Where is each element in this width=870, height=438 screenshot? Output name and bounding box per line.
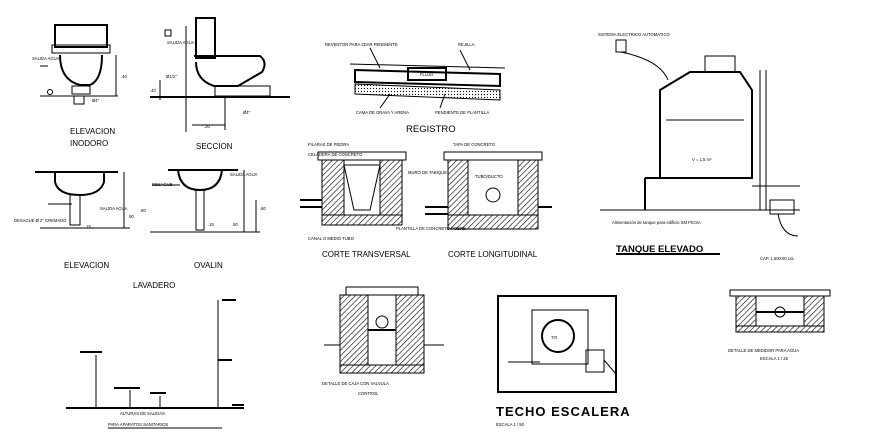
water-meter-drawing xyxy=(729,289,831,333)
ct-label-canal: CANAL O MEDIO TUBO xyxy=(308,236,355,241)
dim-12-label: Ø1/2" xyxy=(166,74,177,79)
water-meter-scale: ESCALA 1 / 25 xyxy=(760,356,789,361)
lav-dim-50-label: .50 xyxy=(232,222,238,227)
registro-label-reventon: REVENTON PARA 2DAR PENDIENTE xyxy=(325,42,398,47)
corte-longitudinal-drawing xyxy=(425,151,552,230)
dim-84-label: Ø4" xyxy=(92,98,100,103)
tinaco-label: T.R xyxy=(551,335,557,340)
outlet-heights-subtitle: PARA APARATOS SANITARIOS xyxy=(108,422,168,427)
toilet-section-drawing xyxy=(150,17,290,132)
stair-roof-drawing xyxy=(497,295,617,393)
tank-note-label: Alimentación de tanque para edificio SM … xyxy=(612,220,701,225)
lav-salida-agua-2-label: SALIDA AGUA xyxy=(230,172,258,177)
outlet-heights-title: ALTURAS DE SALIDAS xyxy=(120,411,165,416)
sink-elevation-title: ELEVACION xyxy=(64,261,109,270)
registro-detail-drawing xyxy=(349,47,506,109)
dim-40b-label: .40 xyxy=(150,88,156,93)
ovalin-drawing xyxy=(150,169,260,233)
lav-dim-90-label: .90 xyxy=(128,214,134,219)
ct-tubo-label: TUBO/DUCTO xyxy=(475,174,503,179)
ct-label-tapa: TAPA DE CONCRETO xyxy=(453,142,496,147)
toilet-section-title: SECCION xyxy=(196,142,233,151)
elevated-tank-drawing xyxy=(600,39,800,237)
valve-box-drawing xyxy=(324,286,444,374)
registro-label-pendiente: PENDIENTE DE PLANTILLA xyxy=(435,110,489,115)
ct-label-plantilla: PLANTILLA DE CONCRETO POBRE xyxy=(396,226,466,231)
dim-30-label: .30 xyxy=(204,124,210,129)
registro-flujo-label: FLUJO xyxy=(420,72,434,77)
salida-agua-label-2: SALIDA AGUA xyxy=(167,40,195,45)
lav-desague-2-label: DESAGUE xyxy=(152,182,173,187)
ct-label-celadera: CELADERA DE CONCRETO xyxy=(308,152,363,157)
dim-40-label: .40 xyxy=(121,74,127,79)
lav-dim-80-label: .80 xyxy=(140,208,146,213)
registro-label-cama: CAMA DE GRAVA Y ARENA xyxy=(356,110,409,115)
lav-dim-15b-label: .15 xyxy=(208,222,214,227)
tank-volume-label: V = 1.5 m³ xyxy=(692,157,712,162)
elevated-tank-title: TANQUE ELEVADO xyxy=(616,244,703,255)
stair-roof-scale: ESCALA 1 / 50 xyxy=(496,422,525,427)
ovalin-title: OVALIN xyxy=(194,261,223,270)
registro-label-rejilla: REJILLA xyxy=(458,42,475,47)
lav-salida-agua-label: SALIDA AGUA xyxy=(100,206,128,211)
lav-dim-80b-label: .80 xyxy=(260,206,266,211)
valve-box-title-2: CONTROL xyxy=(358,391,379,396)
electric-system-label: SISTEMA ELECTRICO AUTOMATICO xyxy=(598,32,670,37)
sink-elevation-drawing xyxy=(35,171,130,229)
corte-transversal-drawing xyxy=(300,151,407,226)
toilet-elevation-drawing xyxy=(40,24,118,105)
toilet-elevation-title-1: ELEVACION xyxy=(70,127,115,136)
corte-transversal-title: CORTE TRANSVERSAL xyxy=(322,250,411,259)
tank-capacity-label: CAP. 1,600.00 Lts. xyxy=(760,256,795,261)
ct-label-filaras: FILARAS DE PIEDRA xyxy=(308,142,349,147)
salida-agua-label-1: SALIDA AGUA xyxy=(32,56,60,61)
stair-roof-title: TECHO ESCALERA xyxy=(496,404,631,419)
lavadero-title: LAVADERO xyxy=(133,281,175,290)
toilet-elevation-title-2: INODORO xyxy=(70,139,108,148)
dim-84b-label: Ø4" xyxy=(243,110,251,115)
water-meter-title: DETALLE DE MEDIDOR PARA AGUA xyxy=(728,348,799,353)
corte-longitudinal-title: CORTE LONGITUDINAL xyxy=(448,250,538,259)
valve-box-title-1: DETALLE DE CAJA CON VALVULA xyxy=(322,381,389,386)
lav-dim-15-label: .15 xyxy=(85,224,91,229)
ct-label-muro: MURO DE TABIQUE xyxy=(408,170,447,175)
registro-title: REGISTRO xyxy=(406,124,456,135)
outlet-heights-drawing xyxy=(66,299,244,409)
lav-desague-label: DESAGUE Ø 2" CREMADO xyxy=(14,218,67,223)
